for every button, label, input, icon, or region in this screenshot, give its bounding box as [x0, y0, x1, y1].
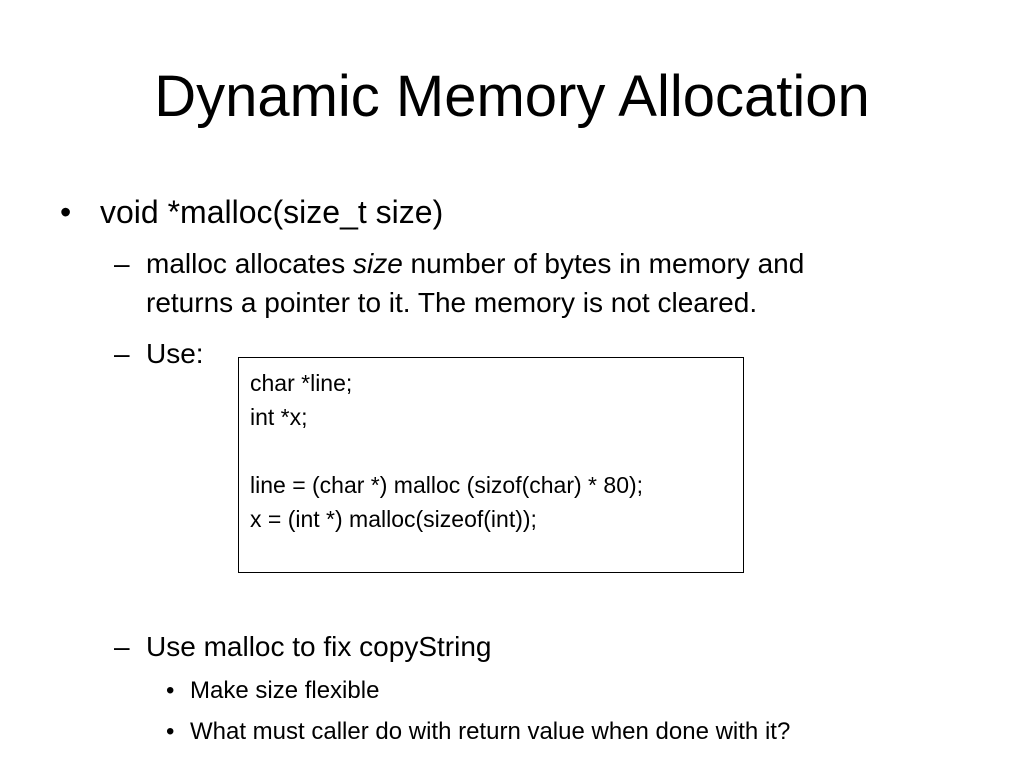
dash-icon: –: [114, 248, 130, 279]
malloc-description-line-2: returns a pointer to it. The memory is n…: [146, 287, 758, 318]
code-line: line = (char *) malloc (sizof(char) * 80…: [250, 472, 644, 498]
desc-before: malloc allocates: [146, 248, 353, 279]
dash-icon: –: [114, 631, 130, 662]
fix-copystring-item: Use malloc to fix copyString: [146, 631, 492, 662]
use-label: Use:: [146, 338, 204, 369]
code-line: x = (int *) malloc(sizeof(int));: [250, 506, 537, 532]
slide-title: Dynamic Memory Allocation: [154, 64, 870, 129]
bullet-icon: •: [166, 677, 175, 704]
dash-icon: –: [114, 338, 130, 369]
bullet-icon: •: [166, 718, 175, 745]
code-line: char *line;: [250, 370, 353, 396]
malloc-signature: void *malloc(size_t size): [100, 194, 444, 230]
desc-italic-size: size: [352, 248, 403, 279]
desc-after: number of bytes in memory and: [402, 248, 805, 279]
sub-item-caller-return: What must caller do with return value wh…: [190, 718, 791, 745]
sub-item-size-flexible: Make size flexible: [190, 677, 380, 704]
code-example-box: char *line; int *x; line = (char *) mall…: [238, 357, 744, 573]
bullet-icon: •: [60, 194, 72, 230]
code-line: [250, 434, 743, 468]
code-line: int *x;: [250, 404, 308, 430]
malloc-description-line-1: malloc allocates size number of bytes in…: [146, 245, 804, 283]
